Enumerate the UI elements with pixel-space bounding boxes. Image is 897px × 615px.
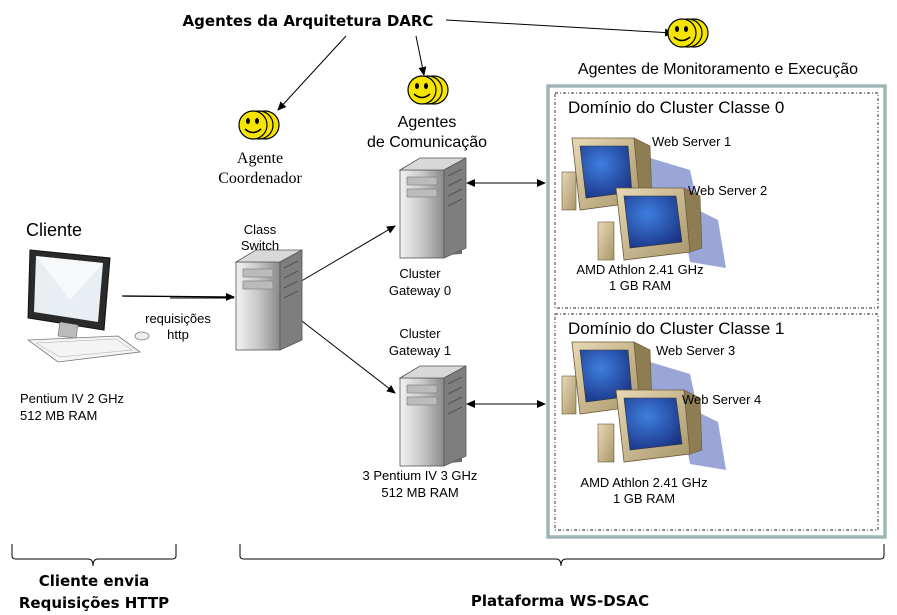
coordinator-agent-label-line1: Agente: [236, 150, 284, 167]
domain-1-spec-line1: AMD Athlon 2.41 GHz: [580, 475, 708, 490]
gateway-1-label-line1: Cluster: [399, 326, 441, 341]
communication-agents-label-line1: Agentes: [397, 114, 457, 131]
monitoring-agents-label: Agentes de Monitoramento e Execução: [577, 61, 859, 78]
communication-agents-label-line2: de Comunicação: [366, 134, 488, 151]
gateway-1-server-icon: [398, 365, 467, 467]
gateway-0-server-icon: [398, 157, 467, 259]
client-brace-label-line2: Requisições HTTP: [18, 594, 170, 612]
communication-agents-smiley-icon: [407, 75, 449, 105]
client-brace-label-line1: Cliente envia: [38, 572, 150, 590]
domain-0-box: [554, 92, 879, 309]
domain-1-box: [554, 313, 879, 531]
arrow-to-monitoring-agents: [445, 19, 674, 37]
arrow-switch-to-gateway-0: [297, 225, 396, 284]
domain-0-spec-line1: AMD Athlon 2.41 GHz: [576, 262, 704, 277]
web-server-1-label: Web Server 1: [652, 134, 732, 149]
client-spec-line2: 512 MB RAM: [20, 408, 98, 423]
coordinator-agent-smiley-icon: [238, 110, 280, 140]
domain-1-title: Domínio do Cluster Classe 1: [568, 319, 785, 338]
client-computer-icon: [26, 249, 150, 363]
client-title: Cliente: [26, 220, 83, 240]
class-switch-server-icon: [234, 249, 303, 351]
arrow-switch-to-gateway-1: [297, 317, 396, 394]
gateway-spec-line2: 512 MB RAM: [381, 485, 459, 500]
arrow-to-communication-agents: [415, 35, 427, 76]
web-server-2-label: Web Server 2: [688, 183, 768, 198]
coordinator-agent-label-line2: Coordenador: [218, 170, 302, 187]
class-switch-label-line1: Class: [243, 222, 277, 237]
web-server-2-computer-icon: [597, 187, 726, 268]
client-brace: [11, 544, 177, 567]
domain-0-spec-line2: 1 GB RAM: [608, 278, 672, 293]
monitoring-agents-smiley-icon: [667, 18, 709, 48]
http-requests-label-line1: requisições: [145, 311, 211, 326]
class-switch-label-line2: Switch: [240, 238, 280, 253]
domain-1-spec-line2: 1 GB RAM: [612, 491, 676, 506]
gateway-0-label-line1: Cluster: [399, 266, 441, 281]
gateway-0-label-line2: Gateway 0: [388, 283, 452, 298]
arrow-to-coordinator-agent: [277, 35, 347, 111]
platform-brace-label: Plataforma WS-DSAC: [470, 592, 650, 610]
client-spec-line1: Pentium IV 2 GHz: [20, 391, 125, 406]
monitoring-platform-box: [546, 84, 887, 539]
arrow-client-to-switch: [121, 292, 235, 301]
darc-agents-title: Agentes da Arquitetura DARC: [182, 12, 434, 30]
platform-brace: [239, 544, 885, 567]
gateway-spec-line1: 3 Pentium IV 3 GHz: [362, 468, 478, 483]
http-requests-label-line2: http: [167, 327, 189, 342]
domain-0-title: Domínio do Cluster Classe 0: [568, 98, 785, 117]
gateway-1-label-line2: Gateway 1: [388, 343, 452, 358]
web-server-3-label: Web Server 3: [656, 343, 736, 358]
web-server-4-label: Web Server 4: [682, 392, 762, 407]
web-server-4-computer-icon: [597, 389, 726, 470]
